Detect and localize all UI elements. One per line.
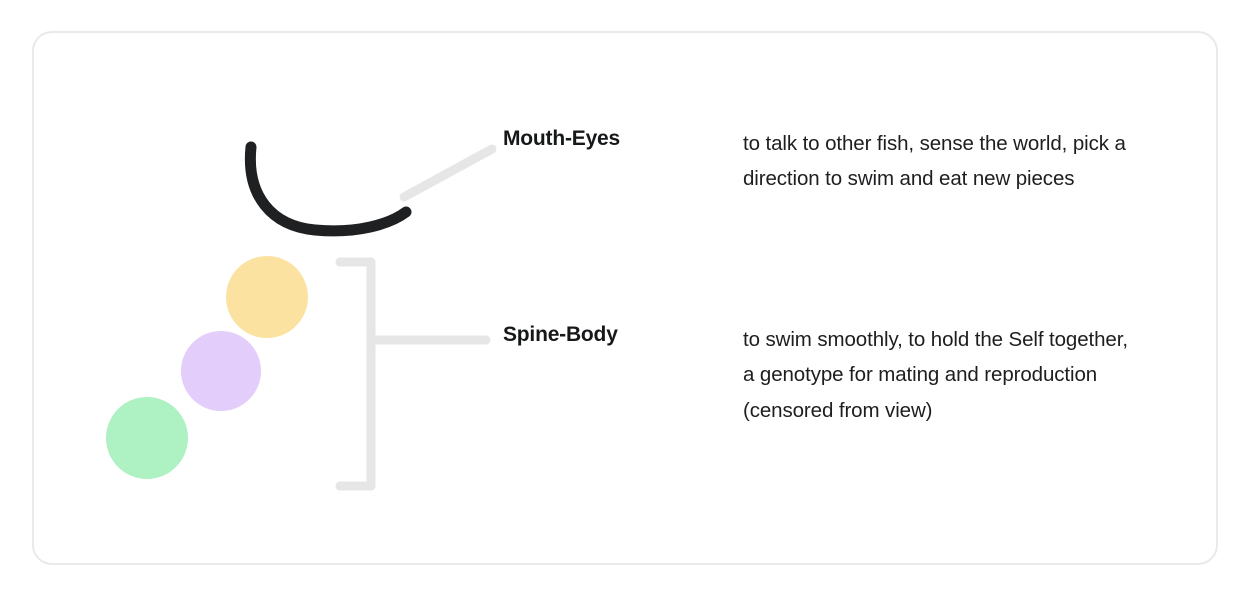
row-mouth-eyes: Mouth-Eyes to talk to other fish, sense … [503,126,1143,197]
row-label-spine-body: Spine-Body [503,323,618,346]
row-description-spine-body: to swim smoothly, to hold the Self toget… [743,328,1128,422]
row-spine-body: Spine-Body to swim smoothly, to hold the… [503,322,1143,428]
diagram-card [32,31,1218,565]
row-label-mouth-eyes: Mouth-Eyes [503,127,621,150]
row-description-mouth-eyes: to talk to other fish, sense the world, … [743,132,1126,191]
